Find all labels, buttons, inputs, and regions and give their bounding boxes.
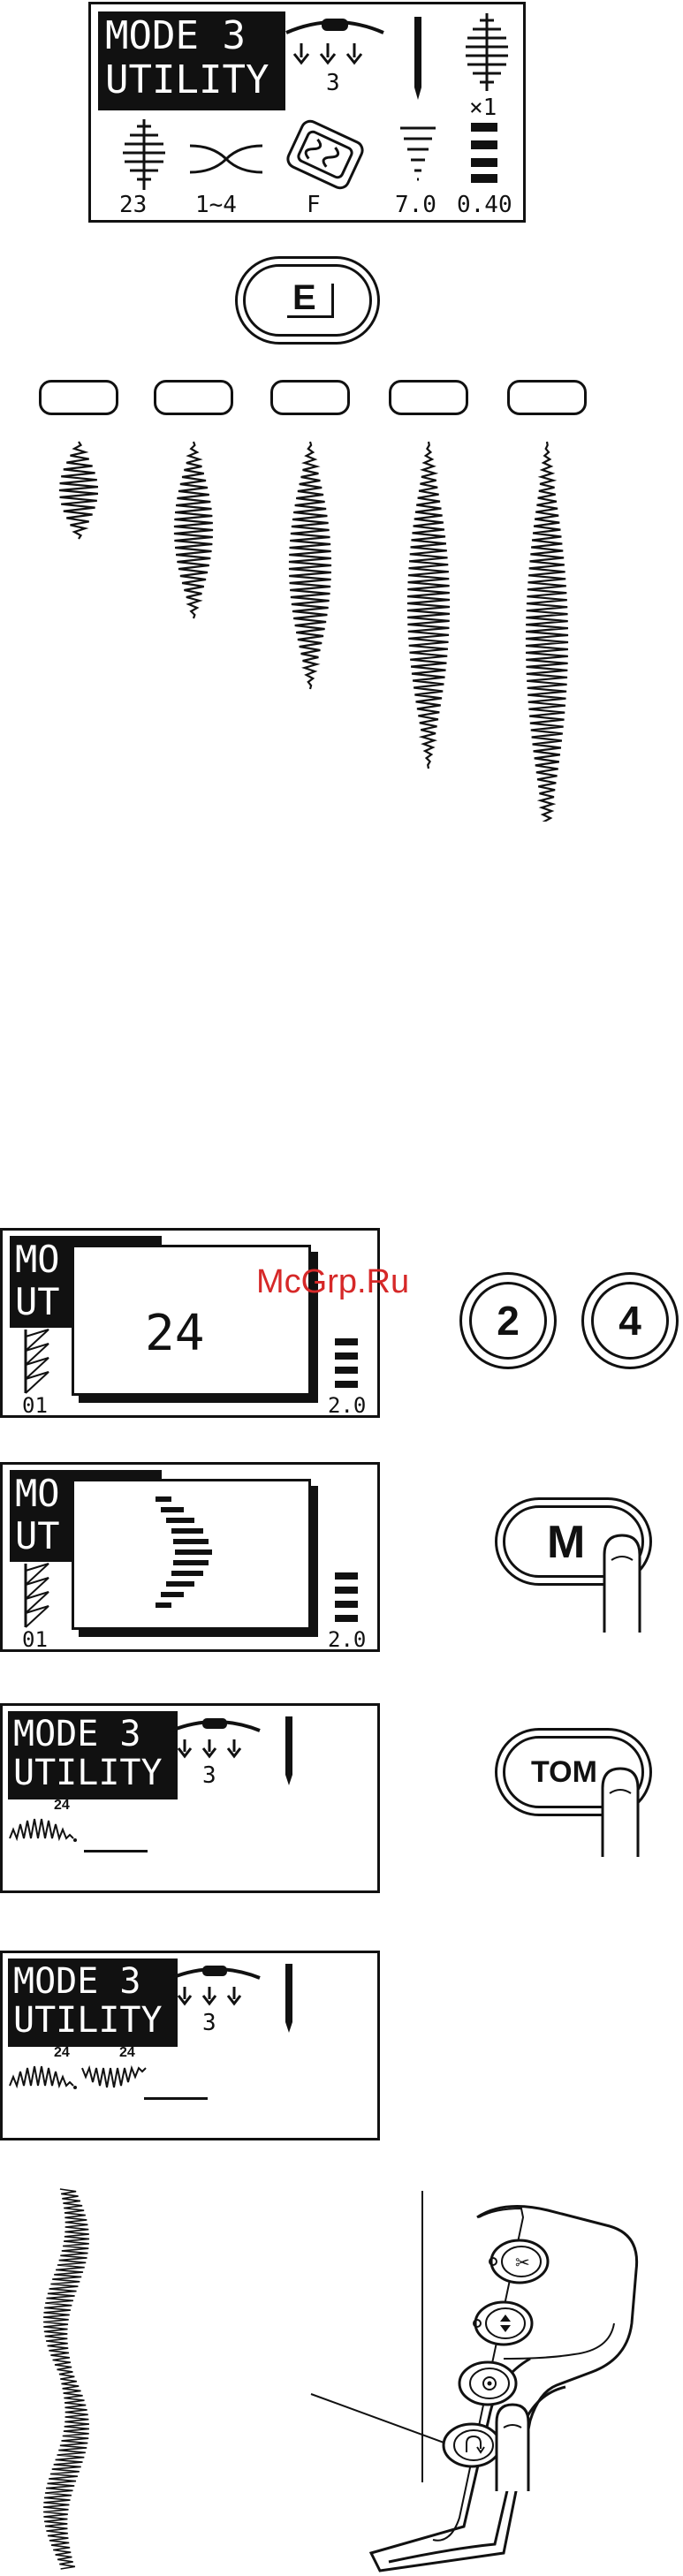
width-value: 7.0 [395, 193, 436, 216]
presser-foot-icon [277, 117, 374, 192]
memorized-stitch-icon [8, 1812, 79, 1847]
elongation-key-2[interactable] [154, 380, 233, 415]
elongation-key-3[interactable] [270, 380, 350, 415]
digit-button-2-label: 2 [469, 1282, 547, 1360]
stitch-length-icon [469, 121, 499, 186]
satin-stitch-4 [407, 442, 450, 769]
mode-line-1: MODE 3 [13, 1964, 141, 1999]
mode-line-1: MO [15, 1241, 60, 1278]
mode-line-2: UT [15, 1518, 60, 1555]
mode-line-2: UT [15, 1284, 60, 1321]
crescent-stitch-icon [145, 1494, 233, 1618]
mode-line-2: UTILITY [13, 1755, 163, 1791]
bottom-right-value: 2.0 [328, 1629, 366, 1650]
mode-line-1: MODE 3 [13, 1716, 141, 1752]
foot-letter: F [307, 193, 321, 216]
watermark: McGrp.Ru [256, 1263, 409, 1301]
multiplier: ×1 [469, 96, 497, 119]
finger-icon [590, 1762, 652, 1859]
satin-stitch-illustrations [0, 433, 683, 822]
zigzag-icon [22, 1328, 57, 1395]
satin-stitch-2 [174, 442, 213, 618]
stitch-length-icon [333, 1571, 360, 1627]
stitch-width-icon [398, 125, 437, 186]
auto-lock-button[interactable] [459, 2362, 516, 2405]
memorized-stitches-icon [8, 2059, 149, 2095]
satin-stitch-3 [289, 442, 331, 689]
needle-icon [409, 17, 427, 101]
elongation-button[interactable]: E [235, 256, 380, 345]
memory-button-label: M [547, 1516, 585, 1569]
cursor-line [144, 2097, 208, 2100]
elongation-button-label: E [292, 278, 316, 318]
lcd-panel-memory-1: MODE 3 UTILITY 3 24 [0, 1703, 380, 1893]
pressure-value: 3 [202, 1764, 216, 1787]
needle-icon [282, 1716, 296, 1787]
length-value: 0.40 [457, 193, 512, 216]
satin-stitch-1 [59, 442, 98, 539]
cursor-line [84, 1850, 148, 1852]
reverse-button[interactable] [444, 2424, 500, 2466]
elongation-key-1[interactable] [39, 380, 118, 415]
pattern-number: 23 [119, 193, 147, 216]
zigzag-icon [22, 1562, 57, 1629]
lcd-panel-memory-2: MODE 3 UTILITY 3 24 24 [0, 1951, 380, 2140]
pressure-value: 3 [326, 72, 340, 95]
thread-tension-icon [188, 137, 264, 181]
satin-stitch-icon [460, 10, 513, 95]
mode-line-1: MO [15, 1475, 60, 1512]
mode-line-1: MODE 3 [105, 17, 246, 56]
sewn-stitch-result [27, 2186, 106, 2574]
pattern-preview-window [72, 1479, 311, 1630]
lcd-panel-pattern-preview: MO UT 01 2.0 [0, 1462, 380, 1652]
tension-range: 1~4 [195, 193, 237, 216]
svg-text:✂: ✂ [515, 2252, 530, 2273]
lcd-panel-number-entry: MO UT 24 01 2.0 [0, 1228, 380, 1418]
pattern-icon [118, 117, 171, 192]
needle-icon [282, 1964, 296, 2034]
satin-stitch-5 [526, 442, 568, 822]
machine-button-panel: ✂ [292, 2191, 680, 2576]
thread-cutter-button[interactable]: ✂ [489, 2240, 548, 2283]
tom-button-label: TOM [531, 1755, 597, 1790]
elongation-key-4[interactable] [389, 380, 468, 415]
mode-line-2: UTILITY [105, 61, 269, 100]
bottom-left-value: 01 [22, 1629, 48, 1650]
popup-number: 24 [145, 1309, 204, 1359]
digit-button-4-label: 4 [591, 1282, 669, 1360]
needle-up-down-button[interactable] [474, 2302, 532, 2345]
digit-button-2[interactable]: 2 [459, 1272, 557, 1369]
elongation-key-5[interactable] [507, 380, 587, 415]
lcd-panel-main: MODE 3 UTILITY 3 ×1 [88, 2, 526, 223]
bottom-left-value: 01 [22, 1395, 48, 1416]
mode-line-2: UTILITY [13, 2003, 163, 2038]
digit-button-4[interactable]: 4 [581, 1272, 679, 1369]
pressure-value: 3 [202, 2012, 216, 2034]
stitch-length-icon [333, 1337, 360, 1393]
bottom-right-value: 2.0 [328, 1395, 366, 1416]
finger-icon [592, 1528, 654, 1634]
